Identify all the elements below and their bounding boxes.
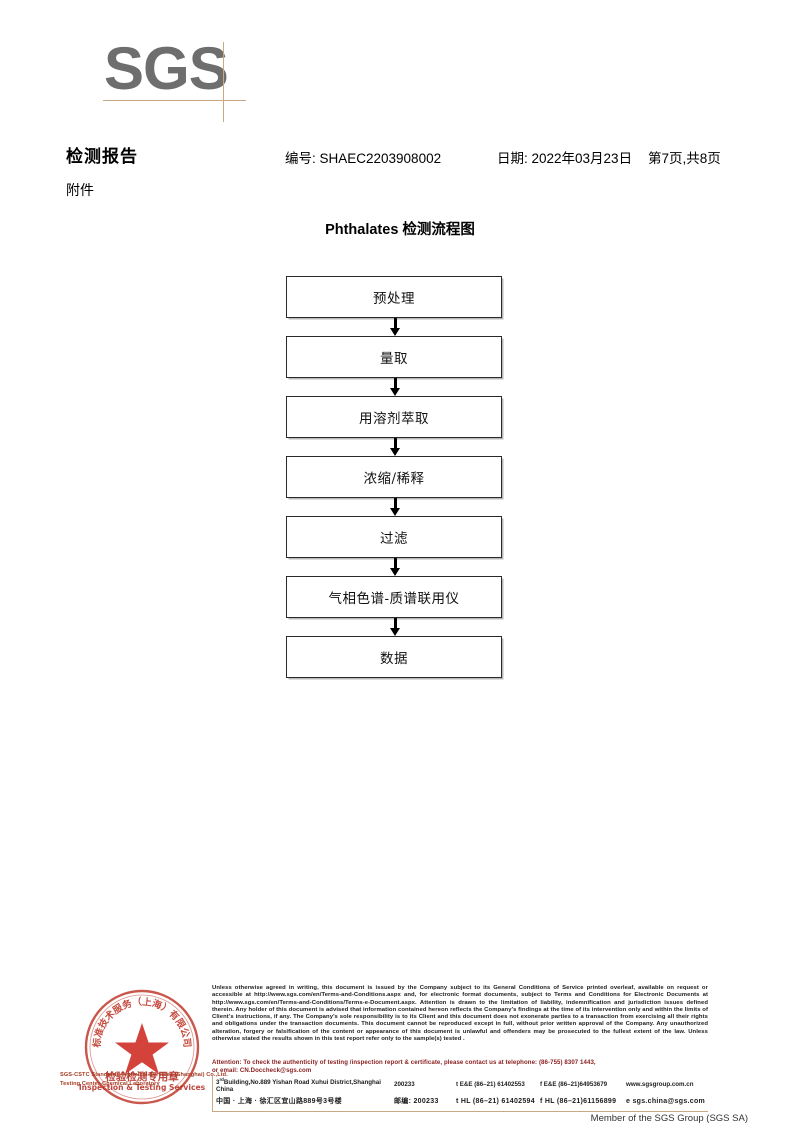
arrow-shaft xyxy=(393,498,397,510)
arrow-head-icon xyxy=(389,508,400,516)
attachment-label: 附件 xyxy=(66,182,94,198)
address-en-prefix: 3 xyxy=(216,1079,220,1087)
sgs-logo-text: SGS xyxy=(104,35,229,102)
arrow-shaft xyxy=(393,318,397,330)
logo-vertical-rule xyxy=(223,42,224,122)
website-link[interactable]: www.sgsgroup.com.cn xyxy=(626,1081,694,1088)
address-en-text: Building,No.889 Yishan Road Xuhui Distri… xyxy=(216,1079,381,1094)
phone-ee-fax: f E&E (86–21)64953679 xyxy=(540,1081,608,1088)
arrow-shaft xyxy=(393,438,397,450)
flow-step: 用溶剂萃取 xyxy=(286,396,504,438)
flow-box-label: 量取 xyxy=(380,351,408,367)
arrow-head-icon xyxy=(389,568,400,576)
sgs-group-member-line: Member of the SGS Group (SGS SA) xyxy=(590,1113,748,1124)
attention-notice: Attention: To check the authenticity of … xyxy=(212,1059,708,1074)
address-divider-horizontal xyxy=(212,1111,708,1112)
company-seal-stamp: 标准技术服务（上海）有限公司 检验检测专用章 Inspection & Test… xyxy=(72,981,212,1121)
address-en-sup: rd xyxy=(219,1076,224,1082)
flow-box-solvent-extraction: 用溶剂萃取 xyxy=(286,396,502,438)
arrow-shaft xyxy=(393,618,397,630)
phone-hl-tel: t HL (86–21) 61402594 xyxy=(456,1098,535,1105)
email-link[interactable]: e sgs.china@sgs.com xyxy=(626,1098,706,1105)
flow-step: 气相色谱-质谱联用仪 xyxy=(286,576,504,618)
arrow-head-icon xyxy=(389,388,400,396)
address-en: 3rdBuilding,No.889 Yishan Road Xuhui Dis… xyxy=(216,1076,394,1093)
flow-box-measure: 量取 xyxy=(286,336,502,378)
stamp-svg: 标准技术服务（上海）有限公司 检验检测专用章 Inspection & Test… xyxy=(79,989,206,1105)
stamp-company-line2: Testing Center-Chemical Laboratory xyxy=(60,1081,160,1087)
flow-arrow xyxy=(286,618,504,636)
attention-line-1: Attention: To check the authenticity of … xyxy=(212,1059,596,1066)
svg-text:Inspection & Testing Services: Inspection & Testing Services xyxy=(79,1083,206,1092)
flow-step: 浓缩/稀释 xyxy=(286,456,504,498)
address-cn: 中国 · 上海 · 徐汇区宜山路889号3号楼 xyxy=(216,1098,342,1105)
flow-arrow xyxy=(286,318,504,336)
flow-box-label: 数据 xyxy=(380,651,408,667)
sgs-logo: SGS xyxy=(103,35,264,124)
stamp-company-line1: SGS-CSTC Standards Technical Services (S… xyxy=(60,1072,228,1078)
phone-ee-tel: t E&E (86–21) 61402553 xyxy=(456,1081,525,1088)
flow-step: 量取 xyxy=(286,336,504,378)
flow-box-pretreatment: 预处理 xyxy=(286,276,502,318)
flow-box-label: 气相色谱-质谱联用仪 xyxy=(328,591,460,607)
flow-step: 数据 xyxy=(286,636,504,678)
flow-arrow xyxy=(286,378,504,396)
arrow-head-icon xyxy=(389,328,400,336)
arrow-shaft xyxy=(393,558,397,570)
arrow-shaft xyxy=(393,378,397,390)
flow-step: 过滤 xyxy=(286,516,504,558)
attention-line-2: or email: CN.Doccheck@sgs.com xyxy=(212,1066,312,1074)
logo-horizontal-rule xyxy=(103,100,246,101)
report-date: 日期: 2022年03月23日 xyxy=(497,151,633,166)
flowchart: 预处理 量取 用溶剂萃取 浓缩/稀释 过滤 xyxy=(286,276,504,678)
address-block: 3rdBuilding,No.889 Yishan Road Xuhui Dis… xyxy=(216,1076,708,1110)
legal-paragraph: Unless otherwise agreed in writing, this… xyxy=(212,985,708,1043)
flow-box-concentration-dilution: 浓缩/稀释 xyxy=(286,456,502,498)
legal-disclaimer: Unless otherwise agreed in writing, this… xyxy=(212,985,708,1043)
flow-step: 预处理 xyxy=(286,276,504,318)
address-cn-zip: 邮编: 200233 xyxy=(394,1098,439,1105)
svg-text:检验检测专用章: 检验检测专用章 xyxy=(105,1070,179,1083)
page-title: 检测报告 xyxy=(66,147,138,166)
flow-box-label: 预处理 xyxy=(373,291,415,307)
flowchart-title: Phthalates 检测流程图 xyxy=(325,222,475,238)
flow-box-filtration: 过滤 xyxy=(286,516,502,558)
flow-box-gcms: 气相色谱-质谱联用仪 xyxy=(286,576,502,618)
flow-box-data: 数据 xyxy=(286,636,502,678)
address-en-zip: 200233 xyxy=(394,1081,415,1088)
flow-box-label: 浓缩/稀释 xyxy=(363,471,425,487)
flow-box-label: 过滤 xyxy=(380,531,408,547)
page-footer: 标准技术服务（上海）有限公司 检验检测专用章 Inspection & Test… xyxy=(0,975,800,1131)
flow-arrow xyxy=(286,498,504,516)
stamp-company-name: SGS-CSTC Standards Technical Services (S… xyxy=(60,1071,250,1089)
page-indicator: 第7页,共8页 xyxy=(648,151,721,166)
address-row-cn: 中国 · 上海 · 徐汇区宜山路889号3号楼 邮编: 200233 t HL … xyxy=(216,1093,708,1110)
report-number: 编号: SHAEC2203908002 xyxy=(285,151,442,166)
phone-hl-fax: f HL (86–21)61156899 xyxy=(540,1098,617,1105)
arrow-head-icon xyxy=(389,448,400,456)
flow-box-label: 用溶剂萃取 xyxy=(359,411,429,427)
flow-arrow xyxy=(286,558,504,576)
flow-arrow xyxy=(286,438,504,456)
address-divider-vertical xyxy=(212,1076,213,1112)
address-row-en: 3rdBuilding,No.889 Yishan Road Xuhui Dis… xyxy=(216,1076,708,1093)
arrow-head-icon xyxy=(389,628,400,636)
